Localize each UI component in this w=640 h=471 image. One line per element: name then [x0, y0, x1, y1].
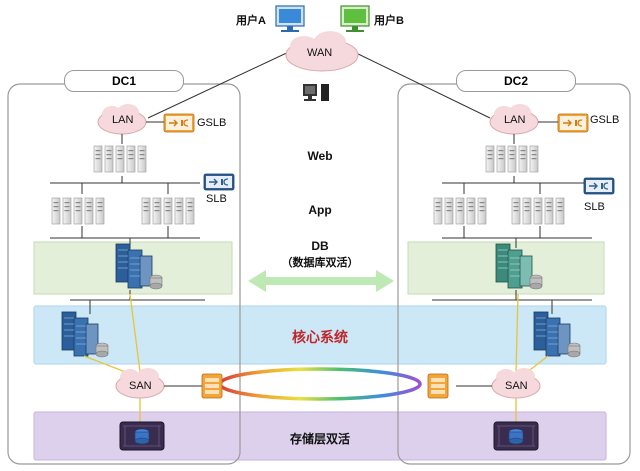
dc1-slb-icon	[203, 173, 235, 191]
dc1-gslb-icon	[163, 113, 195, 133]
wan-links	[147, 49, 491, 119]
dc1-title: DC1	[64, 70, 184, 92]
dc2-slb-icon	[583, 177, 615, 195]
wan-cloud-icon	[285, 31, 359, 72]
dc1-fc-switch-icon	[201, 373, 223, 399]
db-active-active-note: （数据库双活）	[281, 257, 359, 269]
storage-layer-band	[33, 411, 607, 461]
dc2-app-servers-right	[512, 198, 564, 224]
dc2-storage-array-icon	[493, 421, 539, 451]
db-active-active-arrow	[248, 270, 394, 292]
dc1-gslb-label: GSLB	[197, 117, 227, 129]
dc1-lan-label: LAN	[112, 114, 134, 126]
dc1-network-lines	[50, 134, 205, 314]
web-layer-label: Web	[307, 149, 333, 163]
dc1-slb-label: SLB	[206, 193, 227, 205]
replication-ring	[218, 367, 422, 401]
dc2-san-label: SAN	[505, 380, 528, 392]
dc1-app-servers-left	[52, 198, 104, 224]
db-layer-label: DB	[311, 239, 329, 253]
dc2-lan-label: LAN	[504, 114, 526, 126]
dc1-san-cloud-icon	[115, 368, 165, 399]
dc2-web-servers	[486, 146, 538, 172]
dc2-lan-cloud-icon	[489, 104, 539, 135]
dc2-title: DC2	[456, 70, 576, 92]
desktop-pc-icon	[303, 84, 329, 101]
dc1-storage-array-icon	[119, 421, 165, 451]
core-system-label: 核心系统	[292, 329, 348, 345]
dc2-app-servers-left	[434, 198, 486, 224]
dc1-web-servers	[94, 146, 146, 172]
app-layer-label: App	[308, 203, 332, 217]
dc2-gslb-label: GSLB	[590, 114, 620, 126]
dc1-lan-cloud-icon	[97, 104, 147, 135]
dc2-slb-label: SLB	[584, 201, 605, 213]
user-a-label: 用户A	[236, 15, 266, 27]
dc1-san-label: SAN	[129, 380, 152, 392]
dc2-fc-switch-icon	[427, 373, 449, 399]
dc2-gslb-icon	[557, 113, 589, 133]
user-b-label: 用户B	[374, 15, 404, 27]
user-b-computer-icon	[340, 5, 370, 32]
dc2-san-cloud-icon	[491, 368, 541, 399]
dc1-app-servers-right	[142, 198, 194, 224]
core-system-band	[33, 305, 607, 365]
storage-layer-label: 存储层双活	[289, 432, 350, 446]
dc2-network-lines	[432, 134, 592, 314]
wan-label: WAN	[307, 47, 333, 59]
user-a-computer-icon	[275, 5, 305, 32]
